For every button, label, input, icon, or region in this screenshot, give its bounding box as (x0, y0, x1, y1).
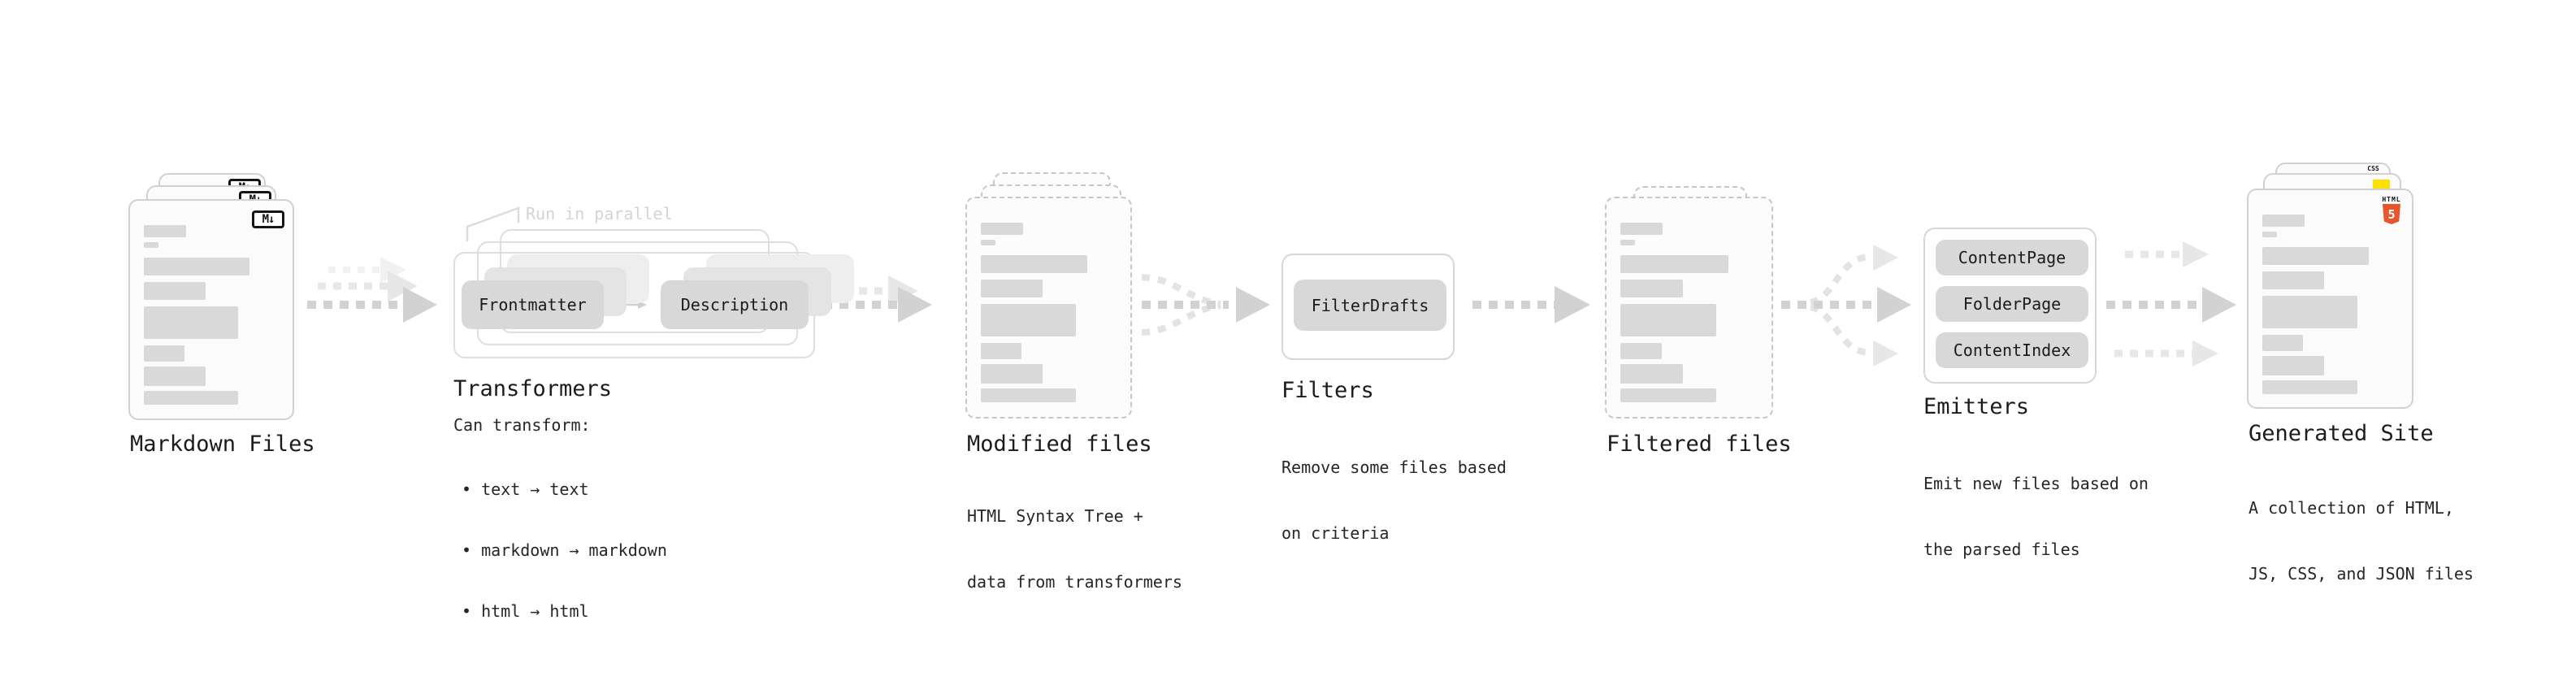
document-placeholder-lines (981, 223, 1112, 402)
desc-line: Emit new files based on (1923, 474, 2149, 493)
folderpage-pill: FolderPage (1936, 286, 2088, 322)
transformers-label: Transformers (453, 376, 613, 401)
desc-line: on criteria (1281, 523, 1390, 543)
document-placeholder-lines (144, 225, 275, 405)
frontmatter-pill: Frontmatter (462, 280, 604, 329)
site-file-card-html: HTML 5 (2247, 189, 2413, 409)
desc-line: the parsed files (1923, 540, 2080, 559)
desc-line: HTML Syntax Tree + (967, 506, 1143, 526)
markdown-files-stack: M↓ M↓ M↓ (128, 173, 294, 420)
modified-file-card-front (965, 197, 1132, 419)
capability-item: • markdown → markdown (462, 540, 667, 560)
arrow-emitters-to-generated (2106, 241, 2236, 367)
emitters-desc: Emit new files based on the parsed files (1923, 429, 2149, 605)
markdown-file-card-front: M↓ (128, 199, 294, 420)
filters-label: Filters (1281, 378, 1374, 403)
desc-line: A collection of HTML, (2249, 498, 2454, 518)
generated-site-desc: A collection of HTML, JS, CSS, and JSON … (2249, 453, 2474, 629)
modified-files-label: Modified files (967, 432, 1152, 457)
arrow-markdown-to-transformers (307, 257, 437, 323)
arrow-modified-to-filters (1141, 274, 1270, 336)
filtered-file-card-front (1605, 197, 1773, 419)
html5-icon-caption: HTML (2382, 196, 2401, 203)
capability-item: • html → html (462, 601, 589, 621)
html5-icon: HTML 5 (2382, 196, 2401, 224)
filters-box: FilterDrafts (1281, 254, 1455, 360)
document-placeholder-lines (1620, 223, 1754, 402)
generated-site-stack: CSS HTML 5 (2247, 163, 2413, 409)
generated-site-label: Generated Site (2249, 421, 2434, 446)
emitters-box: ContentPage FolderPage ContentIndex (1923, 228, 2097, 384)
modified-files-stack (965, 172, 1132, 419)
filters-desc: Remove some files based on criteria (1281, 413, 1507, 588)
emitters-label: Emitters (1923, 394, 2030, 419)
run-in-parallel-note: Run in parallel (526, 204, 673, 223)
document-placeholder-lines (2262, 215, 2394, 394)
arrow-filtered-to-emitters (1781, 245, 1911, 367)
capability-item: • text → text (462, 479, 589, 499)
transformers-capability-list: • text → text • markdown → markdown • ht… (462, 439, 667, 662)
transformers-stack: Frontmatter Description (453, 229, 854, 358)
contentpage-pill: ContentPage (1936, 240, 2088, 275)
markdown-icon: M↓ (252, 210, 284, 228)
markdown-files-label: Markdown Files (130, 432, 315, 457)
desc-line: Remove some files based (1281, 458, 1507, 477)
desc-line: data from transformers (967, 572, 1182, 592)
filtered-files-label: Filtered files (1607, 432, 1792, 457)
desc-line: JS, CSS, and JSON files (2249, 564, 2474, 583)
contentindex-pill: ContentIndex (1936, 332, 2088, 368)
description-pill: Description (661, 280, 809, 329)
filterdrafts-pill: FilterDrafts (1294, 280, 1446, 331)
arrow-filters-to-filtered (1472, 286, 1590, 323)
filtered-files-stack (1605, 186, 1773, 419)
html5-icon-shield: 5 (2383, 204, 2400, 224)
modified-files-desc: HTML Syntax Tree + data from transformer… (967, 462, 1182, 637)
js-icon (2373, 180, 2390, 189)
transformers-desc-heading: Can transform: (453, 415, 591, 435)
